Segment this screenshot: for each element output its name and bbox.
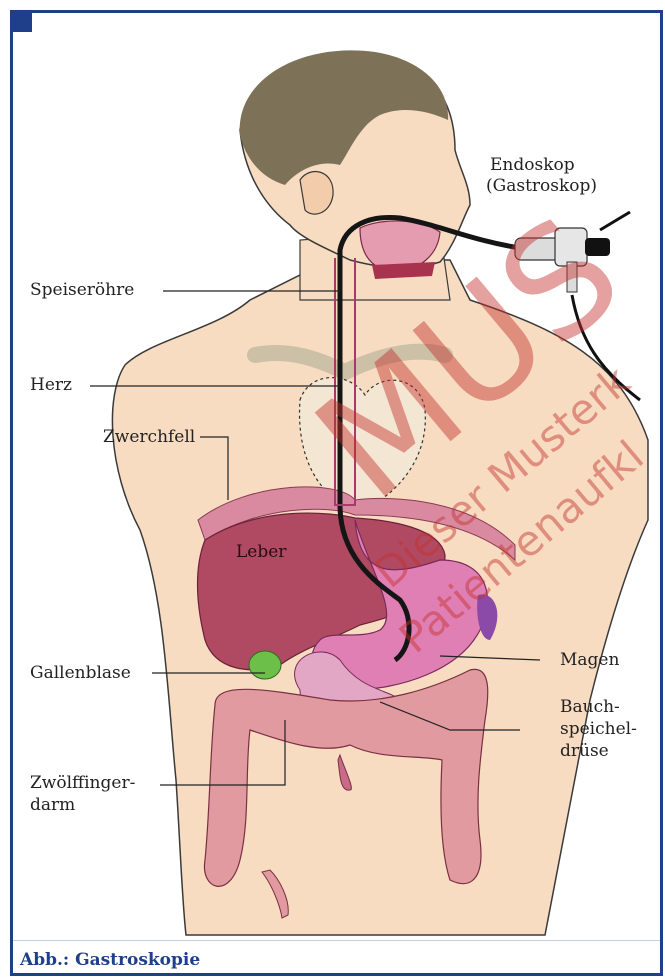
- label-speiseroehre: Speiseröhre: [30, 280, 134, 301]
- label-gallenblase: Gallenblase: [30, 663, 131, 684]
- label-endoskop: Endoskop: [490, 155, 575, 176]
- label-zwoelffingerdarm-1: Zwölffinger-: [30, 773, 135, 794]
- label-gastroskop: (Gastroskop): [486, 176, 597, 197]
- label-bauchspeicheldruese-1: Bauch-: [560, 697, 620, 718]
- label-leber: Leber: [236, 542, 286, 563]
- caption-divider: [13, 940, 660, 941]
- label-herz: Herz: [30, 375, 72, 396]
- ear: [300, 172, 333, 215]
- label-magen: Magen: [560, 650, 619, 671]
- label-zwoelffingerdarm-2: darm: [30, 795, 75, 816]
- label-bauchspeicheldruese-2: speichel-: [560, 719, 637, 740]
- label-bauchspeicheldruese-3: drüse: [560, 741, 609, 762]
- gallbladder: [249, 651, 281, 679]
- label-zwerchfell: Zwerchfell: [103, 427, 195, 448]
- figure-caption: Abb.: Gastroskopie: [20, 950, 200, 970]
